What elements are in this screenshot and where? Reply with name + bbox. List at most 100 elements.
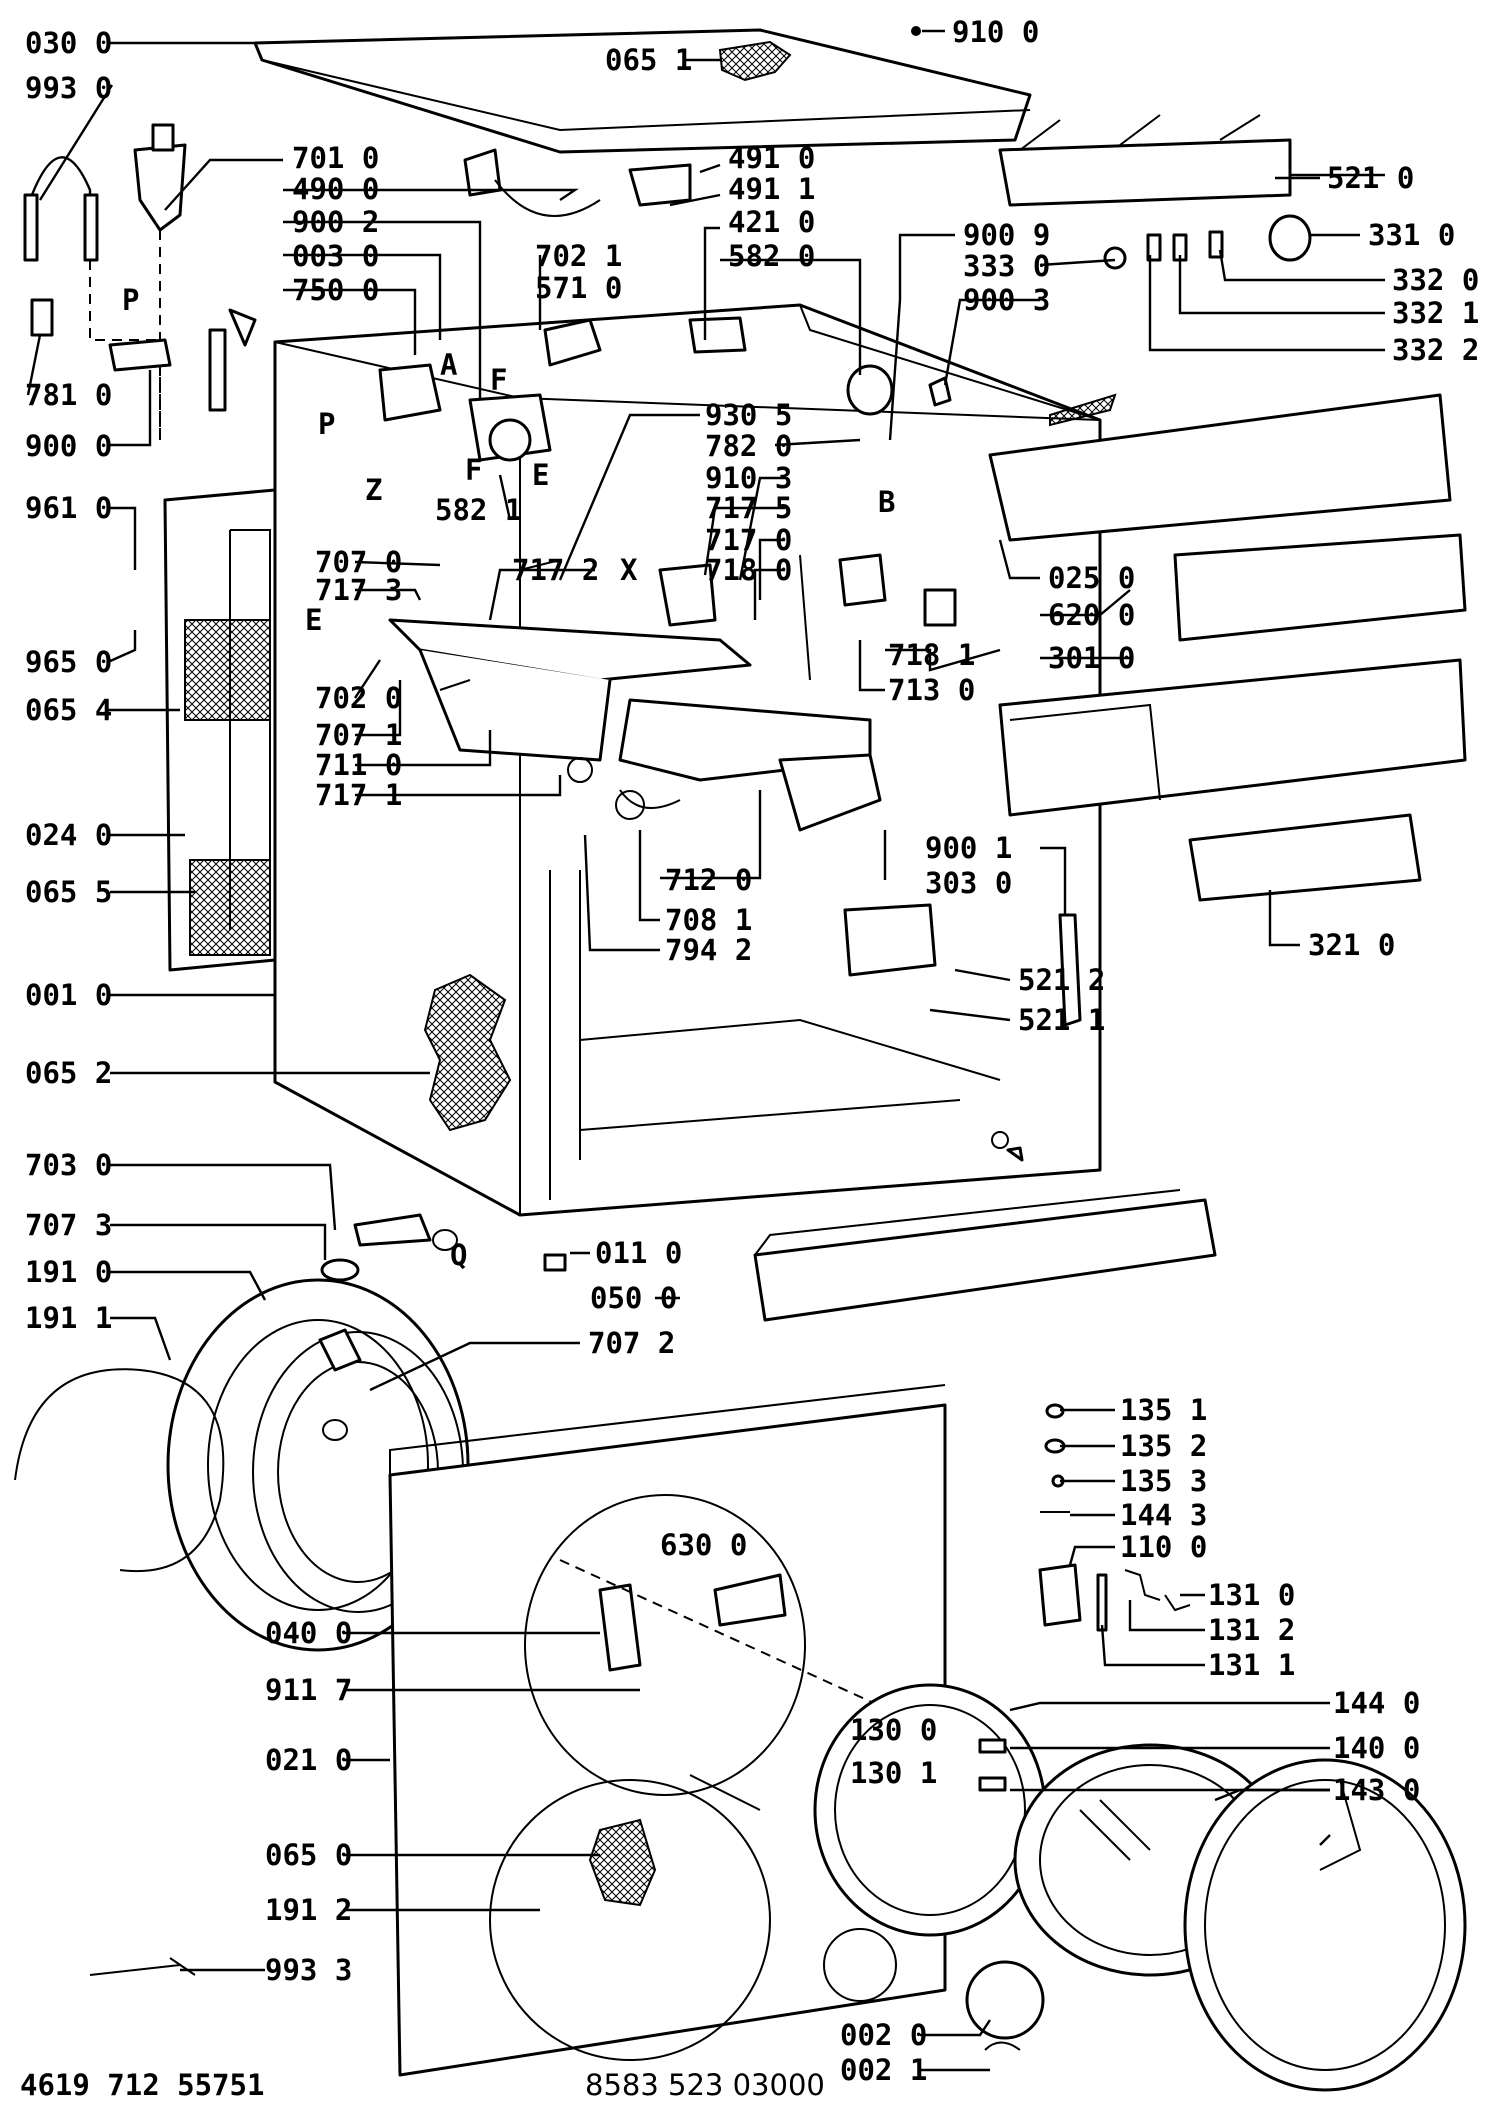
callout-332-0: 332 0 xyxy=(1392,263,1479,297)
callout-135-1: 135 1 xyxy=(1120,1393,1207,1427)
callout-521-1: 521 1 xyxy=(1018,1003,1105,1037)
callout-707-3: 707 3 xyxy=(25,1208,112,1242)
callout-065-2: 065 2 xyxy=(25,1056,112,1090)
callout-003-0: 003 0 xyxy=(292,239,379,273)
callout-702-1: 702 1 xyxy=(535,239,622,273)
marker-z: Z xyxy=(365,473,382,507)
callout-701-0: 701 0 xyxy=(292,141,379,175)
outer-door-ring xyxy=(1183,1758,1467,2092)
callout-712-0: 712 0 xyxy=(665,863,752,897)
callout-718-0: 718 0 xyxy=(705,553,792,587)
callout-582-0: 582 0 xyxy=(728,239,815,273)
callout-140-0: 140 0 xyxy=(1333,1731,1420,1765)
callout-910-3: 910 3 xyxy=(705,461,792,495)
callout-717-0: 717 0 xyxy=(705,523,792,557)
callout-910-0: 910 0 xyxy=(952,15,1039,49)
callout-labels: 030 0 065 1 910 0 993 0 701 0 490 0 491 … xyxy=(25,15,1479,2087)
callout-144-0: 144 0 xyxy=(1333,1686,1420,1720)
callout-065-4: 065 4 xyxy=(25,693,112,727)
callout-144-3: 144 3 xyxy=(1120,1498,1207,1532)
marker-b: B xyxy=(878,485,895,519)
marker-e-left: E xyxy=(305,603,322,637)
callout-131-1: 131 1 xyxy=(1208,1648,1295,1682)
marker-f-upper: F xyxy=(490,363,507,397)
callout-490-0: 490 0 xyxy=(292,172,379,206)
kickplate xyxy=(753,1189,1217,1322)
callout-421-0: 421 0 xyxy=(728,205,815,239)
callout-713-0: 713 0 xyxy=(888,673,975,707)
callout-703-0: 703 0 xyxy=(25,1148,112,1182)
callout-130-1: 130 1 xyxy=(850,1756,937,1790)
marker-x: X xyxy=(620,553,638,587)
callout-717-3: 717 3 xyxy=(315,573,402,607)
callout-002-0: 002 0 xyxy=(840,2018,927,2052)
callout-717-5: 717 5 xyxy=(705,491,792,525)
callout-040-0: 040 0 xyxy=(265,1616,352,1650)
callout-900-9: 900 9 xyxy=(963,218,1050,252)
back-panel xyxy=(163,488,277,972)
callout-065-1: 065 1 xyxy=(605,43,692,77)
callout-491-1: 491 1 xyxy=(728,172,815,206)
part-list-number: 8583 523 03000 xyxy=(585,2068,825,2102)
callout-930-5: 930 5 xyxy=(705,398,792,432)
marker-a: A xyxy=(440,348,457,382)
callout-620-0: 620 0 xyxy=(1048,598,1135,632)
callout-711-0: 711 0 xyxy=(315,748,402,782)
door-ring xyxy=(813,1683,1047,1937)
callout-965-0: 965 0 xyxy=(25,645,112,679)
callout-993-0: 993 0 xyxy=(25,71,112,105)
drawing-number: 4619 712 55751 xyxy=(20,2068,264,2102)
letter-markers: A P P F F E E Z B X Q xyxy=(122,283,895,1272)
callout-750-0: 750 0 xyxy=(292,273,379,307)
callout-794-2: 794 2 xyxy=(665,933,752,967)
callout-993-3: 993 3 xyxy=(265,1953,352,1987)
callout-002-1: 002 1 xyxy=(840,2053,927,2087)
callout-781-0: 781 0 xyxy=(25,378,112,412)
callout-331-0: 331 0 xyxy=(1368,218,1455,252)
callout-301-0: 301 0 xyxy=(1048,641,1135,675)
callout-900-1: 900 1 xyxy=(925,831,1012,865)
callout-130-0: 130 0 xyxy=(850,1713,937,1747)
callout-571-0: 571 0 xyxy=(535,271,622,305)
callout-900-3: 900 3 xyxy=(963,283,1050,317)
callout-065-0: 065 0 xyxy=(265,1838,352,1872)
detergent-dispenser xyxy=(388,559,882,832)
callout-135-2: 135 2 xyxy=(1120,1429,1207,1463)
callout-024-0: 024 0 xyxy=(25,818,112,852)
callout-332-1: 332 1 xyxy=(1392,296,1479,330)
callout-582-1: 582 1 xyxy=(435,493,522,527)
callout-065-5: 065 5 xyxy=(25,875,112,909)
callout-717-1: 717 1 xyxy=(315,778,402,812)
callout-leaders xyxy=(26,29,1385,2072)
callout-900-2: 900 2 xyxy=(292,205,379,239)
callout-707-1: 707 1 xyxy=(315,718,402,752)
marker-e-right: E xyxy=(532,458,549,492)
callout-708-1: 708 1 xyxy=(665,903,752,937)
callout-707-2: 707 2 xyxy=(588,1326,675,1360)
callout-131-0: 131 0 xyxy=(1208,1578,1295,1612)
marker-f-lower: F xyxy=(465,453,482,487)
top-cover xyxy=(253,26,1032,154)
callout-521-2: 521 2 xyxy=(1018,963,1105,997)
callout-718-1: 718 1 xyxy=(888,638,975,672)
callout-001-0: 001 0 xyxy=(25,978,112,1012)
callout-135-3: 135 3 xyxy=(1120,1464,1207,1498)
callout-191-0: 191 0 xyxy=(25,1255,112,1289)
callout-030-0: 030 0 xyxy=(25,26,112,60)
callout-191-2: 191 2 xyxy=(265,1893,352,1927)
valve-group xyxy=(378,148,952,627)
sump-hose xyxy=(353,1213,567,1272)
callout-131-2: 131 2 xyxy=(1208,1613,1295,1647)
callout-782-0: 782 0 xyxy=(705,429,792,463)
callout-911-7: 911 7 xyxy=(265,1673,352,1707)
callout-050-0: 050 0 xyxy=(590,1281,677,1315)
callout-717-2: 717 2 xyxy=(512,553,599,587)
callout-303-0: 303 0 xyxy=(925,866,1012,900)
callout-332-2: 332 2 xyxy=(1392,333,1479,367)
callout-702-0: 702 0 xyxy=(315,681,402,715)
small-parts xyxy=(89,1403,1191,2051)
callout-491-0: 491 0 xyxy=(728,141,815,175)
callout-025-0: 025 0 xyxy=(1048,561,1135,595)
callout-143-0: 143 0 xyxy=(1333,1773,1420,1807)
